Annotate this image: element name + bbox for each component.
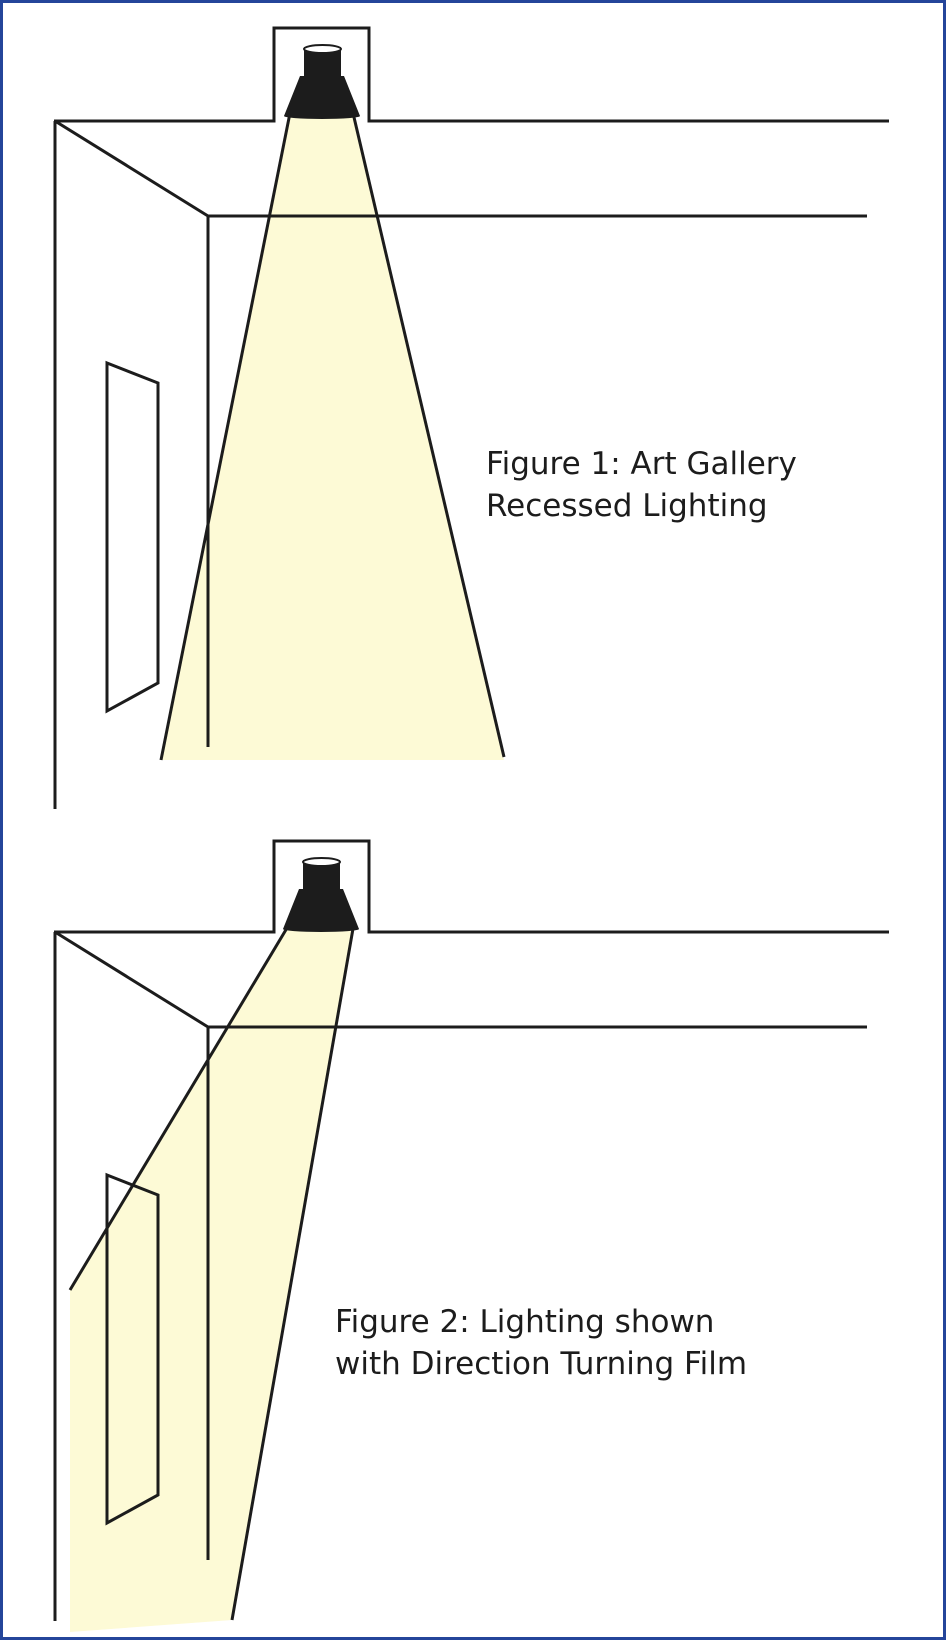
figure-1-light-fixture-icon — [284, 44, 360, 119]
figure-2-caption: Figure 2: Lighting shown with Direction … — [335, 1301, 747, 1385]
figure-1-caption-line-1: Figure 1: Art Gallery — [486, 446, 797, 482]
diagram-canvas — [53, 26, 889, 1632]
figure-2-illustration — [53, 839, 889, 1632]
figure-1-beam-edge-right — [351, 112, 506, 758]
figure-2-light-fixture-icon — [283, 857, 359, 932]
figure-2-picture-frame — [105, 1172, 160, 1526]
figure-1-ceiling-recess — [54, 26, 889, 123]
figure-2-caption-line-1: Figure 2: Lighting shown — [335, 1304, 715, 1340]
figure-1-illustration — [53, 26, 889, 809]
figure-1-light-beam — [161, 116, 504, 760]
figure-2-beam-edge-right — [230, 922, 356, 1621]
figure-1-caption: Figure 1: Art Gallery Recessed Lighting — [486, 443, 797, 527]
figure-1-caption-line-2: Recessed Lighting — [486, 488, 768, 524]
figure-2-light-beam — [70, 923, 355, 1632]
figure-2-caption-line-2: with Direction Turning Film — [335, 1346, 748, 1382]
figure-1-ceiling-diagonal — [54, 119, 209, 218]
figure-1-picture-frame — [105, 360, 160, 714]
figure-1-beam-edge-left — [159, 112, 292, 761]
figure-2-ceiling-recess — [54, 839, 889, 934]
figure-2-ceiling-diagonal — [54, 930, 209, 1029]
